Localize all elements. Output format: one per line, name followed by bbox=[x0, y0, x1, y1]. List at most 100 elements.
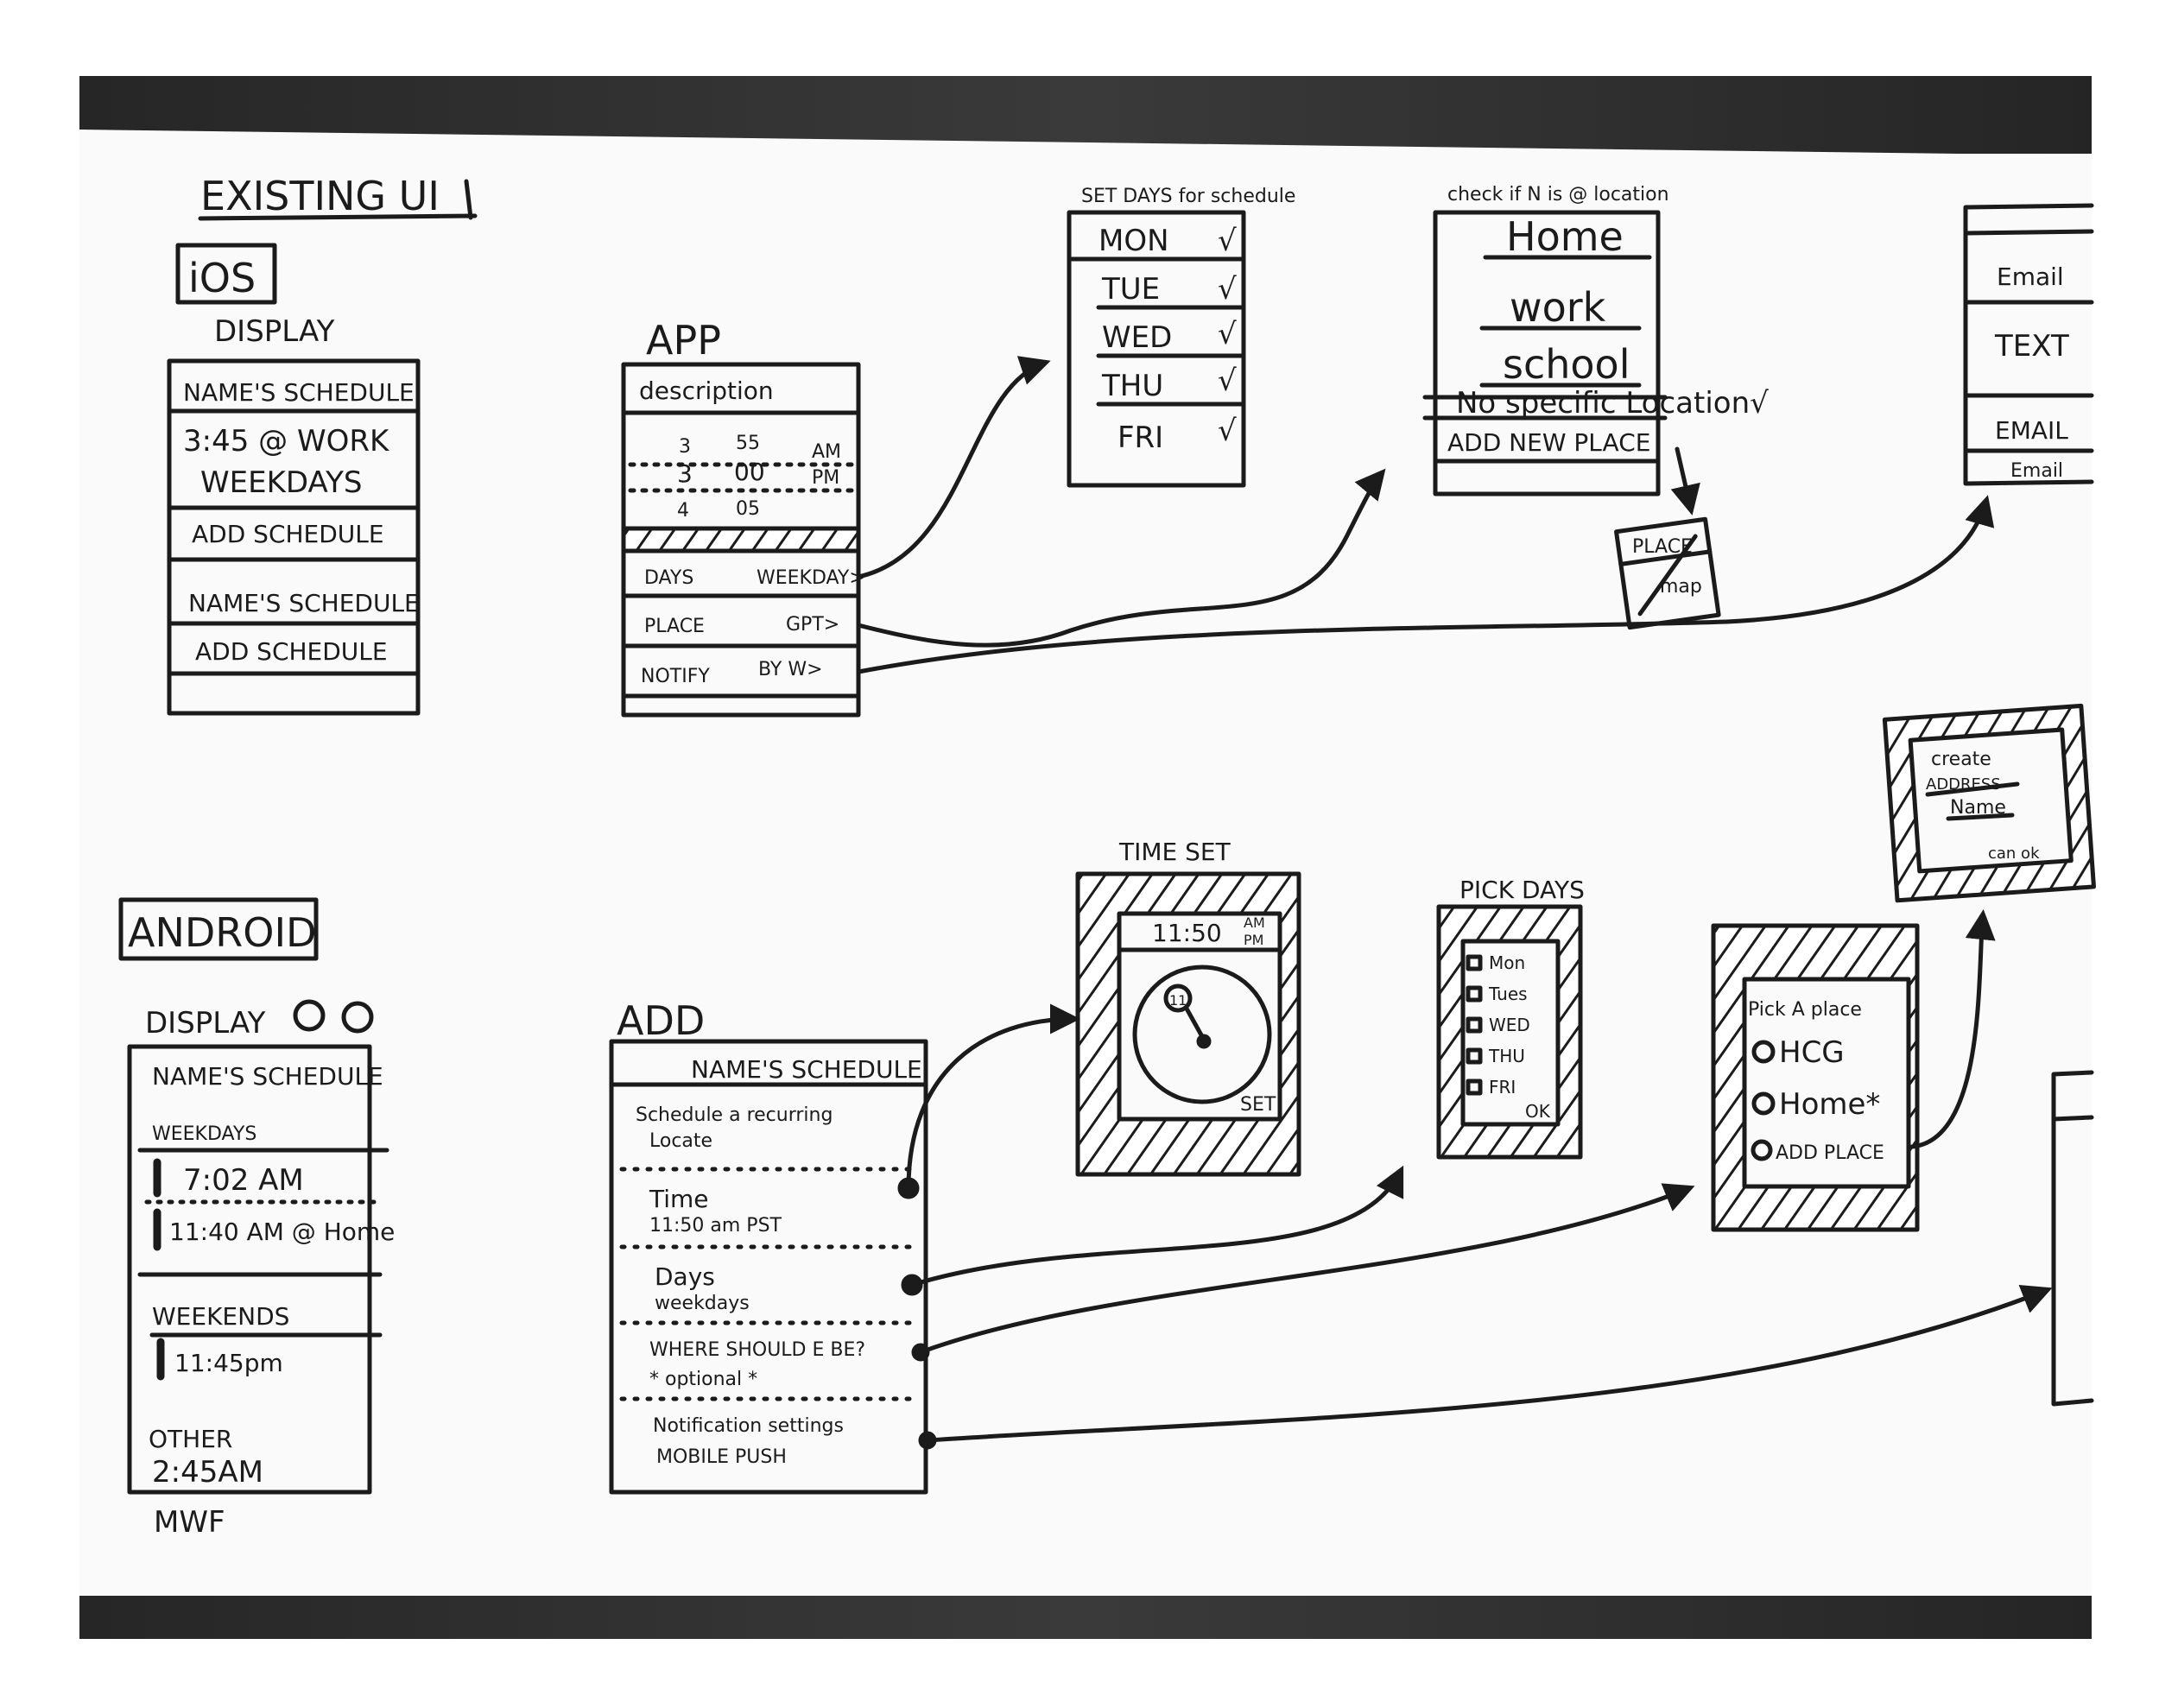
android-group-other: OTHER bbox=[149, 1425, 232, 1453]
android-add-time-value[interactable]: 11:50 am PST bbox=[649, 1215, 782, 1237]
set-days-screen bbox=[1067, 210, 1246, 488]
ios-app-row-days-value[interactable]: WEEKDAY> bbox=[757, 567, 865, 589]
checkbox-fri[interactable] bbox=[1466, 1079, 1483, 1096]
ios-app-label: APP bbox=[646, 317, 721, 364]
time-set-am[interactable]: AM bbox=[1244, 914, 1265, 931]
time-picker-am[interactable]: AM bbox=[812, 441, 841, 463]
ios-display-row-6[interactable]: ADD SCHEDULE bbox=[195, 637, 388, 666]
title-underline bbox=[198, 213, 478, 221]
partial-next-screen bbox=[2051, 1070, 2094, 1407]
radio-hcg[interactable] bbox=[1751, 1040, 1776, 1064]
android-item-2-45[interactable]: 2:45AM bbox=[152, 1455, 263, 1490]
notify-option-email[interactable]: Email bbox=[1997, 263, 2064, 291]
pick-days-mon[interactable]: Mon bbox=[1489, 952, 1525, 973]
location-work[interactable]: work bbox=[1510, 284, 1606, 331]
ios-app-row-days-label[interactable]: DAYS bbox=[644, 567, 693, 589]
pick-days-tues[interactable]: Tues bbox=[1488, 984, 1528, 1004]
set-days-check-2: √ bbox=[1218, 272, 1237, 307]
time-picker-minute-2[interactable]: 00 bbox=[734, 458, 765, 486]
set-days-check-1: √ bbox=[1218, 224, 1237, 258]
existing-ui-title: EXISTING UI bbox=[200, 173, 440, 219]
add-place-arrow bbox=[1670, 446, 1700, 516]
arrow-where-to-pick-place bbox=[918, 1183, 1695, 1355]
android-add-where-note: * optional * bbox=[649, 1369, 757, 1390]
set-days-check-4: √ bbox=[1218, 364, 1237, 398]
android-group-weekdays: WEEKDAYS bbox=[152, 1123, 256, 1145]
ios-display-row-3[interactable]: WEEKDAYS bbox=[200, 465, 362, 500]
radio-home[interactable] bbox=[1751, 1091, 1776, 1116]
ios-display-row-4[interactable]: ADD SCHEDULE bbox=[192, 520, 384, 548]
ios-display-row-5[interactable]: NAME'S SCHEDULE bbox=[188, 589, 420, 617]
pick-days-fri[interactable]: FRI bbox=[1489, 1077, 1516, 1098]
location-no-specific[interactable]: No specific Location√ bbox=[1456, 386, 1769, 421]
notify-option-email-2[interactable]: EMAIL bbox=[1995, 416, 2068, 445]
set-days-mon[interactable]: MON bbox=[1098, 224, 1169, 258]
android-item-11-45[interactable]: 11:45pm bbox=[174, 1349, 283, 1377]
ios-app-row-place-value[interactable]: GPT> bbox=[786, 614, 839, 636]
android-add-intro-2: Locate bbox=[649, 1130, 712, 1152]
time-set-pm[interactable]: PM bbox=[1244, 932, 1263, 948]
android-display-footer: MWF bbox=[154, 1505, 225, 1540]
android-display-screen bbox=[127, 1044, 372, 1495]
map-card-label: PLACE bbox=[1632, 536, 1693, 558]
notify-screen bbox=[1963, 203, 2094, 486]
android-add-header: NAME'S SCHEDULE bbox=[691, 1055, 922, 1084]
time-picker-pm[interactable]: PM bbox=[812, 467, 839, 489]
radio-add-place[interactable] bbox=[1751, 1139, 1773, 1161]
ios-app-row-place-label[interactable]: PLACE bbox=[644, 616, 705, 637]
android-indicator-2-icon bbox=[341, 1001, 374, 1034]
ios-label: iOS bbox=[188, 255, 256, 301]
pick-days-ok[interactable]: OK bbox=[1525, 1101, 1551, 1122]
set-days-wed[interactable]: WED bbox=[1102, 320, 1172, 355]
clock-hand-knob[interactable] bbox=[1163, 984, 1193, 1013]
set-days-tue[interactable]: TUE bbox=[1101, 272, 1160, 307]
location-add-new-place[interactable]: ADD NEW PLACE bbox=[1447, 428, 1650, 457]
check-location-title: check if N is @ location bbox=[1447, 184, 1669, 206]
ios-display-row-2[interactable]: 3:45 @ WORK bbox=[183, 424, 390, 459]
location-home[interactable]: Home bbox=[1506, 213, 1624, 260]
create-address-actions[interactable]: can ok bbox=[1988, 845, 2040, 863]
pick-place-title: Pick A place bbox=[1748, 999, 1862, 1021]
set-days-fri[interactable]: FRI bbox=[1117, 421, 1163, 455]
ios-display-row-1[interactable]: NAME'S SCHEDULE bbox=[183, 378, 415, 407]
ios-app-row-notify-label[interactable]: NOTIFY bbox=[641, 666, 710, 687]
paper-sheet bbox=[79, 130, 2092, 1596]
checkbox-tues[interactable] bbox=[1466, 985, 1483, 1003]
notify-option-text[interactable]: TEXT bbox=[1994, 329, 2069, 364]
arrow-time-to-time-set bbox=[906, 1003, 1080, 1191]
android-add-where-label[interactable]: WHERE SHOULD E BE? bbox=[649, 1339, 865, 1361]
time-set-action[interactable]: SET bbox=[1240, 1094, 1276, 1116]
clock-dial[interactable] bbox=[1132, 965, 1272, 1104]
android-add-days-label[interactable]: Days bbox=[655, 1262, 715, 1291]
ios-app-row-notify-value[interactable]: BY W> bbox=[758, 659, 823, 680]
android-add-notification-label[interactable]: Notification settings bbox=[653, 1415, 844, 1437]
checkbox-thu[interactable] bbox=[1466, 1047, 1483, 1065]
android-add-days-value[interactable]: weekdays bbox=[655, 1293, 750, 1314]
pick-days-wed[interactable]: WED bbox=[1489, 1015, 1530, 1035]
android-item-11-40[interactable]: 11:40 AM @ Home bbox=[169, 1218, 395, 1246]
android-add-time-label[interactable]: Time bbox=[649, 1185, 709, 1213]
checkbox-mon[interactable] bbox=[1466, 954, 1483, 971]
pick-place-home[interactable]: Home* bbox=[1779, 1087, 1880, 1122]
notify-option-email-3[interactable]: Email bbox=[2010, 460, 2063, 482]
android-add-notification-value[interactable]: MOBILE PUSH bbox=[656, 1446, 787, 1468]
ios-label-box bbox=[175, 243, 277, 305]
ios-app-hatched-divider bbox=[621, 526, 861, 554]
create-address-line-1: create bbox=[1931, 749, 1991, 770]
pick-days-title: PICK DAYS bbox=[1459, 876, 1585, 904]
time-picker-hour-2[interactable]: 3 bbox=[677, 459, 693, 488]
android-item-7-02[interactable]: 7:02 AM bbox=[183, 1163, 304, 1198]
ios-display-label: DISPLAY bbox=[214, 314, 335, 349]
arrow-notify-to-next bbox=[925, 1284, 2053, 1443]
pick-place-hcg[interactable]: HCG bbox=[1779, 1035, 1845, 1070]
checkbox-wed[interactable] bbox=[1466, 1016, 1483, 1034]
set-days-thu[interactable]: THU bbox=[1101, 369, 1163, 403]
arrow-days-to-set-days bbox=[856, 356, 1051, 579]
pick-days-thu[interactable]: THU bbox=[1488, 1046, 1525, 1066]
arrow-notify-to-options bbox=[856, 495, 1995, 674]
time-set-time[interactable]: 11:50 bbox=[1152, 919, 1222, 947]
location-school[interactable]: school bbox=[1503, 341, 1630, 388]
arrow-days-to-pick-days bbox=[909, 1165, 1404, 1287]
pick-place-add[interactable]: ADD PLACE bbox=[1776, 1142, 1884, 1164]
